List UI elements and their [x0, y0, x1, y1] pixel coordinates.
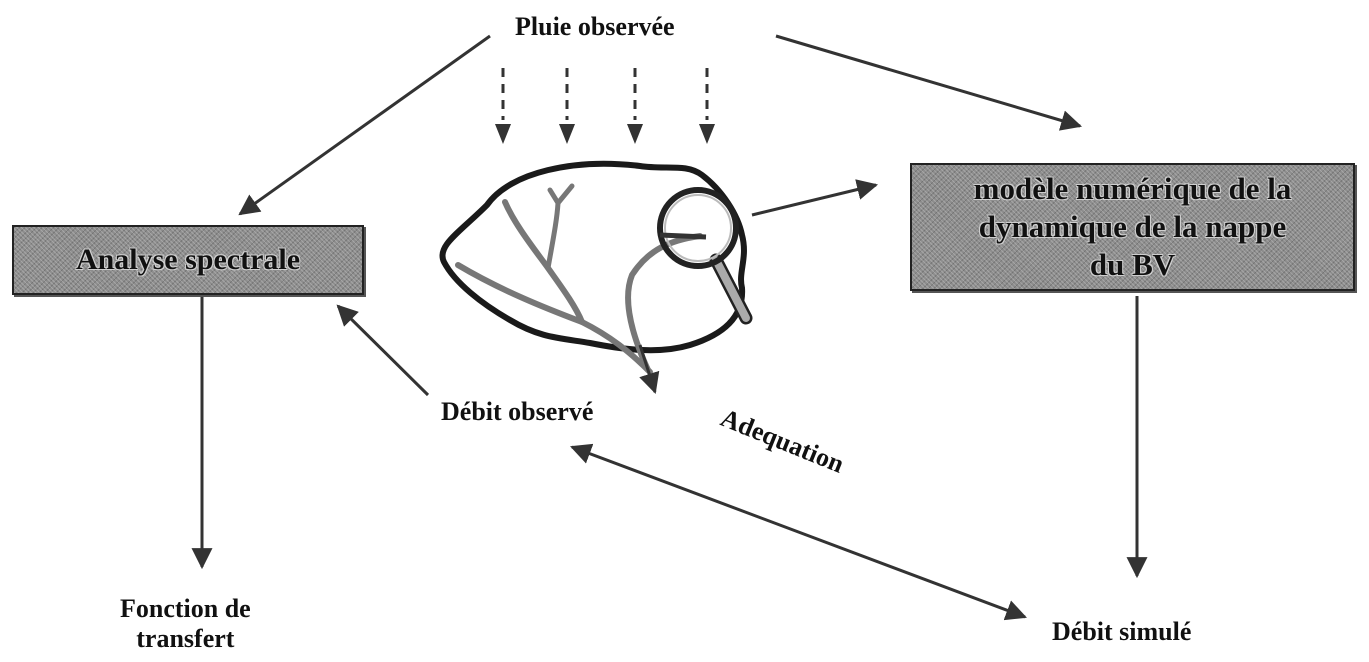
- transfer-line-2: transfert: [136, 624, 234, 653]
- spectral-analysis-label: Analyse spectrale: [76, 243, 300, 277]
- model-line-1: modèle numérique de la: [974, 171, 1292, 206]
- model-line-2: dynamique de la nappe: [979, 209, 1287, 244]
- magnifier-icon: [660, 190, 746, 318]
- rain-arrows: [495, 68, 715, 144]
- model-line-3: du BV: [1090, 247, 1175, 282]
- arrow-adequation: [572, 447, 1025, 617]
- rain-arrow-icon: [627, 68, 643, 144]
- rain-label: Pluie observée: [515, 12, 675, 42]
- observed-flow-label: Débit observé: [441, 397, 593, 427]
- arrow-flow-to-analysis: [338, 306, 428, 395]
- rain-arrow-icon: [559, 68, 575, 144]
- arrow-watershed-to-model: [752, 185, 876, 215]
- arrow-rain-to-model: [776, 36, 1080, 126]
- numerical-model-box: modèle numérique de la dynamique de la n…: [910, 163, 1355, 291]
- numerical-model-label: modèle numérique de la dynamique de la n…: [974, 170, 1292, 284]
- rain-arrow-icon: [495, 68, 511, 144]
- spectral-analysis-box: Analyse spectrale: [12, 225, 364, 295]
- rain-arrow-icon: [699, 68, 715, 144]
- arrow-rain-to-analysis: [240, 36, 490, 214]
- simulated-flow-label: Débit simulé: [1052, 617, 1191, 647]
- transfer-line-1: Fonction de: [120, 594, 251, 623]
- transfer-function-label: Fonction de transfert: [120, 594, 251, 654]
